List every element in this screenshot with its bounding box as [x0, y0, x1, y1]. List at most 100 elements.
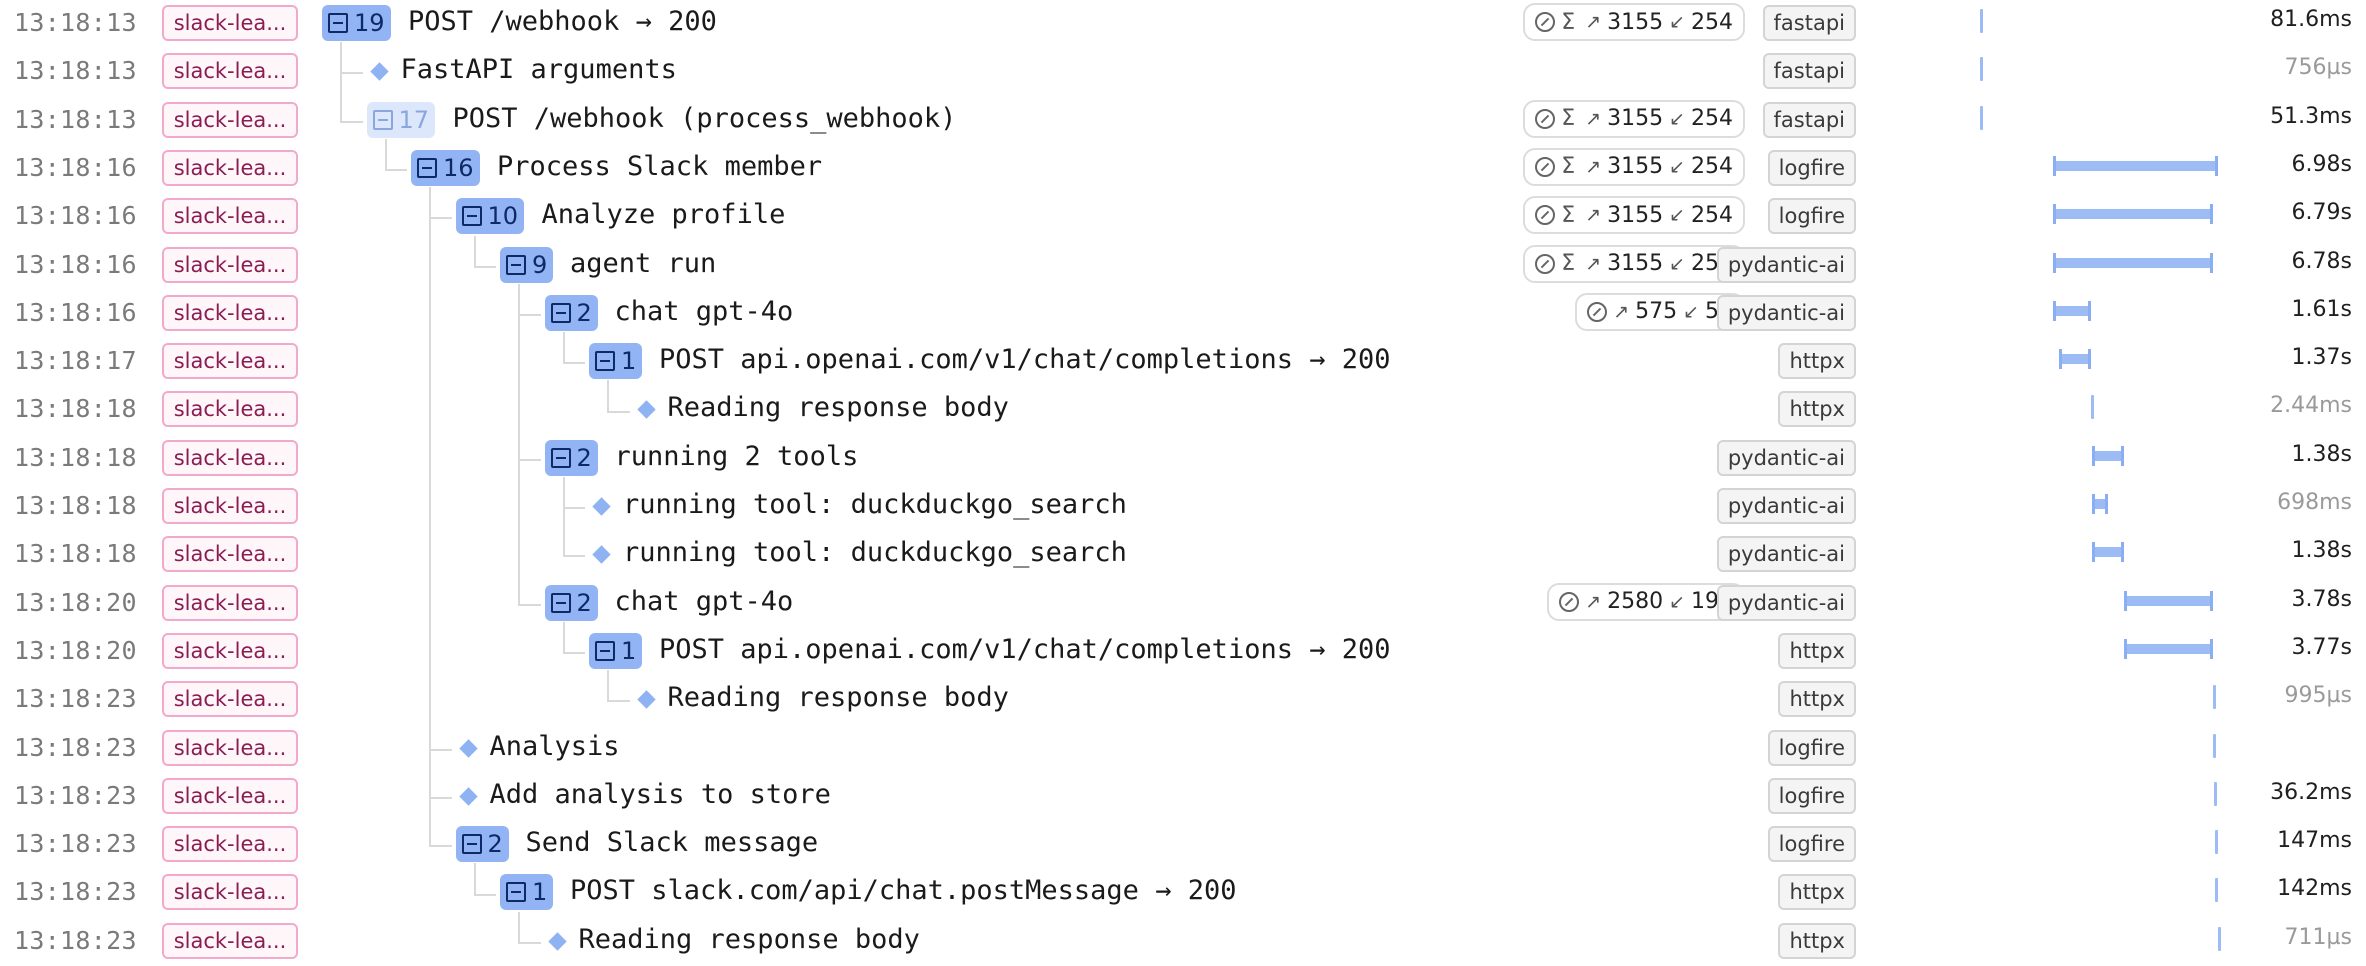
span-name[interactable]: POST api.openai.com/v1/chat/completions …: [659, 344, 1391, 376]
instrumentation-scope-badge[interactable]: httpx: [1778, 874, 1856, 911]
collapse-toggle-button[interactable]: 16: [411, 149, 480, 186]
span-name[interactable]: FastAPI arguments: [400, 54, 677, 86]
service-name-tag[interactable]: slack-lea...: [162, 53, 298, 90]
service-name-tag[interactable]: slack-lea...: [162, 149, 298, 186]
span-name[interactable]: POST /webhook → 200: [408, 6, 717, 37]
collapse-toggle-button[interactable]: 1: [589, 632, 643, 669]
instrumentation-scope-badge[interactable]: pydantic-ai: [1716, 439, 1856, 476]
instrumentation-scope-badge[interactable]: logfire: [1767, 729, 1856, 766]
collapse-toggle-button[interactable]: 17: [366, 101, 436, 138]
service-name-tag[interactable]: slack-lea...: [162, 5, 298, 41]
span-name[interactable]: chat gpt-4o: [614, 295, 794, 327]
span-name[interactable]: running tool: duckduckgo_search: [623, 537, 1127, 569]
span-name[interactable]: Send Slack message: [525, 827, 819, 859]
service-name-tag[interactable]: slack-lea...: [162, 536, 298, 573]
service-name-tag[interactable]: slack-lea...: [162, 198, 298, 235]
span-name[interactable]: running 2 tools: [614, 440, 859, 472]
service-name-tag[interactable]: slack-lea...: [162, 343, 298, 380]
span-duration: 698ms: [2277, 490, 2352, 515]
instrumentation-scope-badge[interactable]: httpx: [1778, 343, 1856, 380]
collapse-toggle-button[interactable]: 2: [544, 294, 598, 331]
service-name-tag[interactable]: slack-lea...: [162, 294, 298, 331]
service-name-tag[interactable]: slack-lea...: [162, 246, 298, 283]
collapse-toggle-button[interactable]: 1: [589, 343, 643, 380]
instrumentation-scope-badge[interactable]: fastapi: [1762, 53, 1856, 90]
instrumentation-scope-badge[interactable]: logfire: [1767, 826, 1856, 863]
instrumentation-scope-badge[interactable]: logfire: [1767, 198, 1856, 235]
span-name[interactable]: Add analysis to store: [489, 778, 831, 810]
instrumentation-scope-badge[interactable]: pydantic-ai: [1716, 294, 1856, 331]
service-name-tag[interactable]: slack-lea...: [162, 101, 298, 138]
service-name-tag[interactable]: slack-lea...: [162, 777, 298, 814]
span-name[interactable]: chat gpt-4o: [614, 585, 794, 617]
collapse-toggle-button[interactable]: 19: [322, 5, 391, 41]
instrumentation-scope-badge[interactable]: httpx: [1778, 632, 1856, 669]
token-usage-pill[interactable]: Σ↗3155↙254: [1523, 244, 1745, 283]
service-name-tag[interactable]: slack-lea...: [162, 439, 298, 476]
span-name[interactable]: Reading response body: [578, 923, 920, 955]
span-name[interactable]: Process Slack member: [497, 150, 823, 182]
span-name[interactable]: Reading response body: [667, 682, 1009, 714]
instrumentation-scope-badge[interactable]: httpx: [1778, 681, 1856, 718]
instrumentation-scope-badge[interactable]: pydantic-ai: [1716, 584, 1856, 621]
service-name-tag[interactable]: slack-lea...: [162, 874, 298, 911]
tree-guide-line: [562, 621, 565, 653]
span-name[interactable]: Analyze profile: [541, 199, 786, 231]
instrumentation-scope-badge[interactable]: logfire: [1767, 149, 1856, 186]
instrumentation-scope-badge[interactable]: logfire: [1767, 777, 1856, 814]
collapse-toggle-button[interactable]: 9: [500, 246, 554, 283]
service-name-tag[interactable]: slack-lea...: [162, 826, 298, 863]
service-name-tag[interactable]: slack-lea...: [162, 922, 298, 959]
service-name-tag[interactable]: slack-lea...: [162, 681, 298, 718]
instrumentation-scope-badge[interactable]: httpx: [1778, 922, 1856, 959]
token-usage-pill[interactable]: Σ↗3155↙254: [1523, 147, 1745, 186]
span-name[interactable]: Reading response body: [667, 392, 1009, 424]
token-usage-pill[interactable]: ↗2580↙196: [1547, 582, 1745, 621]
service-name-tag[interactable]: slack-lea...: [162, 488, 298, 524]
span-name[interactable]: agent run: [570, 247, 717, 279]
span-name[interactable]: running tool: duckduckgo_search: [623, 489, 1127, 520]
instrumentation-scope-badge[interactable]: fastapi: [1762, 101, 1856, 138]
service-name-tag[interactable]: slack-lea...: [162, 632, 298, 669]
service-name-tag[interactable]: slack-lea...: [162, 584, 298, 621]
collapse-toggle-button[interactable]: 2: [544, 439, 598, 476]
instrumentation-scope-badge[interactable]: pydantic-ai: [1716, 246, 1856, 283]
token-usage-pill[interactable]: Σ↗3155↙254: [1523, 196, 1745, 235]
instrumentation-scope-badge[interactable]: pydantic-ai: [1716, 488, 1856, 524]
span-name[interactable]: POST /webhook (process_webhook): [452, 102, 957, 134]
collapse-toggle-button[interactable]: 2: [455, 826, 509, 863]
span-name[interactable]: Analysis: [489, 730, 620, 762]
instrumentation-scope-badge[interactable]: fastapi: [1762, 5, 1856, 41]
instrumentation-scope-badge[interactable]: pydantic-ai: [1716, 536, 1856, 573]
collapse-toggle-button[interactable]: 10: [455, 198, 525, 235]
service-name-tag[interactable]: slack-lea...: [162, 391, 298, 428]
collapse-toggle-button[interactable]: 1: [500, 874, 554, 911]
service-name-tag[interactable]: slack-lea...: [162, 729, 298, 766]
span-name[interactable]: POST slack.com/api/chat.postMessage → 20…: [570, 875, 1237, 907]
span-name[interactable]: POST api.openai.com/v1/chat/completions …: [659, 633, 1391, 665]
instrumentation-scope-badge[interactable]: httpx: [1778, 391, 1856, 428]
collapse-toggle-button[interactable]: 2: [544, 584, 598, 621]
token-usage-pill[interactable]: Σ↗3155↙254: [1523, 99, 1745, 138]
token-usage-pill[interactable]: Σ↗3155↙254: [1523, 3, 1745, 41]
